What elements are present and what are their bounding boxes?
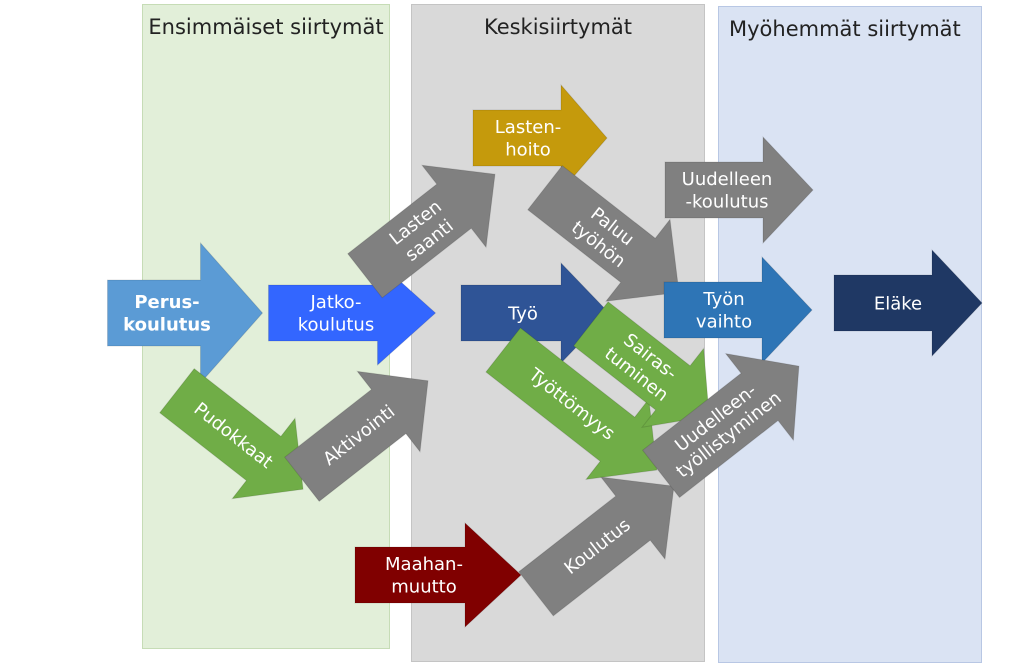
phase-title-late: Myöhemmät siirtymät bbox=[729, 17, 961, 41]
arrow-lastenhoito: Lasten-hoito bbox=[472, 83, 608, 193]
arrow-tyottomyys: Työttömyys bbox=[485, 327, 658, 481]
arrow-label: Jatko- bbox=[309, 292, 361, 313]
arrow-shape bbox=[347, 164, 496, 299]
arrow-shape bbox=[641, 352, 800, 499]
arrow-elake: Eläke bbox=[833, 248, 983, 358]
arrow-label: -koulutus bbox=[686, 192, 769, 213]
arrow-shape bbox=[663, 255, 813, 365]
arrow-shape bbox=[664, 135, 814, 245]
arrow-jatkokoulutus: Jatko-koulutus bbox=[268, 259, 437, 367]
arrow-label: Maahan- bbox=[385, 554, 463, 575]
arrow-shape bbox=[284, 370, 429, 503]
arrow-label: muutto bbox=[391, 577, 456, 598]
arrow-uudelleentyollistyminen: Uudelleen-työllistyminen bbox=[641, 352, 800, 499]
arrow-peruskoulutus: Perus-koulutus bbox=[107, 241, 264, 385]
arrow-label: Työ bbox=[507, 303, 538, 324]
arrow-uudelleenkoulutus: Uudelleen-koulutus bbox=[664, 135, 814, 245]
arrow-shape bbox=[472, 83, 608, 193]
arrow-label: Uudelleen bbox=[682, 169, 773, 190]
arrow-shape bbox=[518, 476, 675, 617]
arrow-maahanmuutto: Maahan-muutto bbox=[354, 521, 522, 629]
arrow-label: Lasten- bbox=[495, 117, 561, 138]
phase-title-middle: Keskisiirtymät bbox=[483, 15, 633, 39]
arrow-label: koulutus bbox=[123, 315, 211, 336]
arrow-shape bbox=[107, 241, 264, 385]
arrow-label: Eläke bbox=[874, 293, 922, 314]
arrow-label: hoito bbox=[505, 140, 551, 161]
arrow-label: vaihto bbox=[696, 312, 752, 333]
arrow-shape bbox=[833, 248, 983, 358]
arrow-label: Työn bbox=[702, 289, 744, 310]
arrow-label: Perus- bbox=[134, 292, 199, 313]
arrow-shape bbox=[354, 521, 522, 629]
arrow-shape bbox=[485, 327, 658, 481]
arrow-shape bbox=[572, 301, 710, 428]
arrow-shape bbox=[527, 164, 680, 302]
arrow-shape bbox=[159, 367, 304, 500]
arrow-aktivointi: Aktivointi bbox=[284, 370, 429, 503]
arrow-tyo: Työ bbox=[460, 261, 610, 365]
arrow-label: koulutus bbox=[298, 315, 374, 336]
phase-title-early: Ensimmäiset siirtymät bbox=[148, 15, 384, 39]
